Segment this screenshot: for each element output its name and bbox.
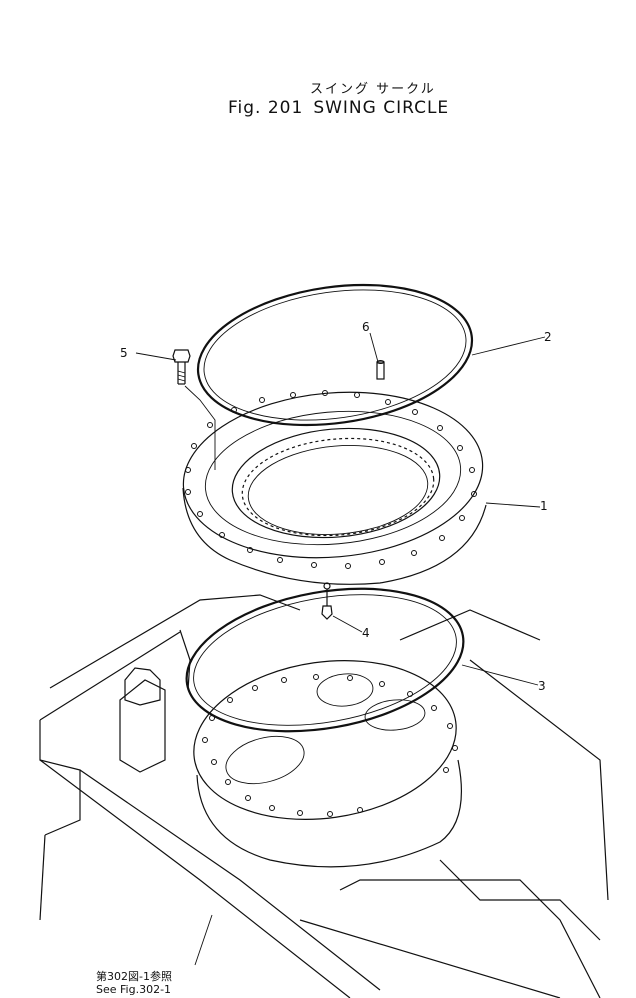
frame-bolt-holes <box>202 674 458 817</box>
seal-ring-lower <box>185 587 465 733</box>
figure-title-japanese: スイング サークル <box>310 82 436 97</box>
grease-fitting <box>321 582 333 620</box>
bolt <box>172 349 191 385</box>
callout-1: 1 <box>540 499 548 513</box>
callout-4: 4 <box>362 626 370 640</box>
callout-6: 6 <box>362 320 370 334</box>
swing-circle-bearing <box>182 390 487 585</box>
bearing-bolt-holes <box>185 390 477 569</box>
callout-leaders <box>135 332 546 966</box>
figure-name: SWING CIRCLE <box>313 98 450 118</box>
figure-number: Fig. 201 <box>228 98 304 118</box>
seal-ring-upper <box>196 283 474 427</box>
callout-5: 5 <box>120 346 128 360</box>
callout-3: 3 <box>538 679 546 693</box>
figure-title: Fig. 201 SWING CIRCLE <box>228 98 459 118</box>
revolving-frame <box>39 594 609 998</box>
dowel-pin <box>376 360 385 380</box>
reference-note: See Fig.302-1 <box>96 983 172 996</box>
reference-note-japanese: 第302図-1参照 <box>96 970 172 983</box>
callout-2: 2 <box>544 330 552 344</box>
